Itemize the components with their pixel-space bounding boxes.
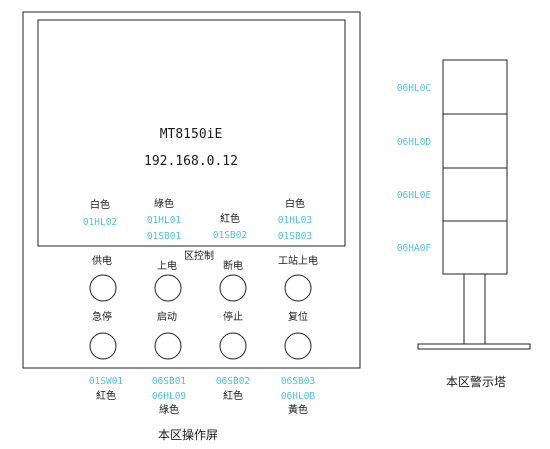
bottom-2-code-2: 06HL09 (152, 391, 187, 402)
btn-reset-label: 复位 (288, 310, 308, 323)
btn-station-power-label: 工站上电 (278, 254, 318, 267)
bottom-4-code-1: 06SB03 (281, 376, 315, 387)
bottom-3-code-1: 06SB02 (216, 376, 250, 387)
lamp-2-code-2: 01SB01 (147, 231, 182, 242)
screen-model: MT8150iE (160, 127, 223, 142)
tower-segment-1-code: 06HL0C (397, 83, 431, 94)
btn-start (154, 332, 182, 360)
lamp-4-color: 白色 (285, 197, 305, 210)
lamp-2-color: 綠色 (154, 197, 174, 210)
panel-caption: 本区操作屏 (158, 427, 218, 442)
btn-power-on (154, 274, 182, 302)
tower-segment-2 (442, 113, 508, 169)
lamp-1-code-1: 01HL02 (83, 217, 117, 228)
tower-segment-1 (442, 59, 508, 115)
tower-segment-2-code: 06HL0D (397, 137, 432, 148)
btn-power-off-label: 断电 (223, 259, 243, 272)
hmi-screen (37, 19, 346, 247)
lamp-1-color: 白色 (90, 198, 110, 211)
tower-segment-3 (442, 167, 508, 222)
btn-estop-label: 急停 (92, 310, 112, 323)
lamp-3-color: 紅色 (220, 212, 240, 225)
btn-power-on-label: 上电 (157, 259, 177, 272)
btn-power-supply-label: 供电 (92, 254, 112, 267)
lamp-3-code-1: 01SB02 (213, 230, 247, 241)
tower-pole (463, 273, 486, 345)
tower-base (417, 343, 531, 350)
lamp-4-code-1: 01HL03 (278, 215, 312, 226)
btn-reset (284, 332, 312, 360)
zone-label: 区控制 (184, 249, 214, 262)
btn-power-off (219, 274, 247, 302)
btn-station-power (284, 274, 312, 302)
bottom-1-color: 紅色 (96, 389, 116, 402)
lamp-4-code-2: 01SB03 (278, 231, 312, 242)
btn-power-supply (89, 274, 117, 302)
btn-stop (219, 332, 247, 360)
bottom-1-code-1: 01SW01 (89, 376, 124, 387)
tower-segment-4 (442, 220, 508, 275)
btn-estop (89, 332, 117, 360)
tower-segment-3-code: 06HL0E (397, 190, 432, 201)
bottom-3-color: 紅色 (223, 389, 243, 402)
bottom-4-code-2: 06HL0B (281, 391, 316, 402)
tower-segment-4-code: 06HA0F (397, 243, 432, 254)
bottom-4-color: 黃色 (288, 403, 308, 416)
panel-frame (22, 11, 361, 369)
lamp-2-code-1: 01HL01 (147, 215, 182, 226)
bottom-2-code-1: 06SB01 (152, 376, 187, 387)
tower-caption: 本区警示塔 (446, 374, 506, 389)
btn-start-label: 启动 (157, 310, 177, 323)
btn-stop-label: 停止 (223, 310, 243, 323)
screen-ip: 192.168.0.12 (144, 154, 238, 169)
bottom-2-color: 綠色 (159, 403, 179, 416)
